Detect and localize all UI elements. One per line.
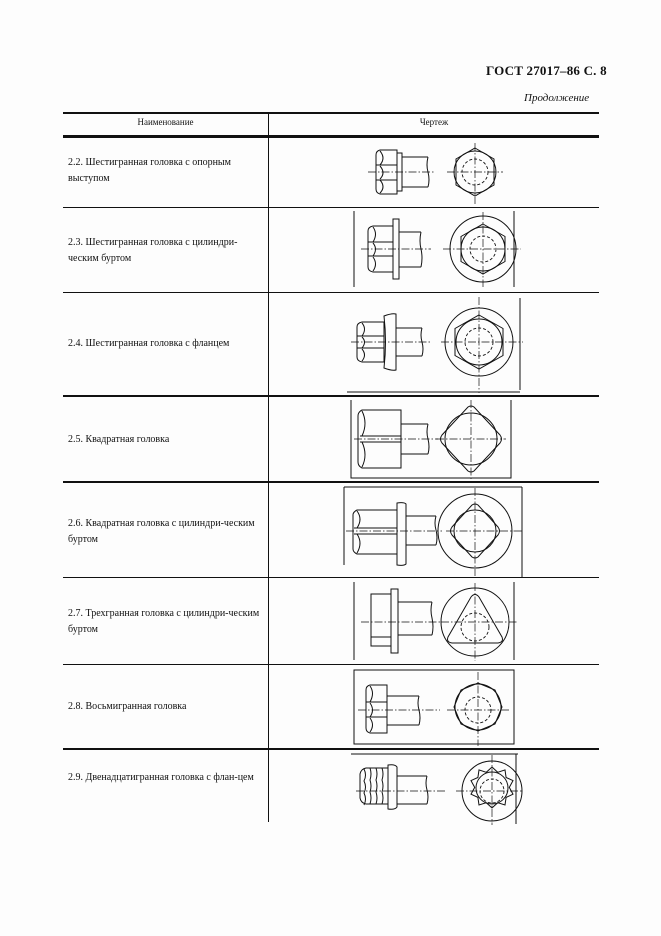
drawing-square-head-cylindrical-collar [343,486,523,577]
row-name: 2.9. Двенадцатигранная головка с флан-це… [68,772,254,783]
row-name: 2.4. Шестигранная головка с фланцем [68,338,230,349]
column-divider [268,113,269,822]
row-name: 2.2. Шестигранная головка с опорным выст… [68,157,231,184]
column-header-name: Наименование [137,117,194,127]
row-name: 2.7. Трехгранная головка с цилиндри-ческ… [68,608,260,635]
drawing-hex-head-flange [347,297,523,393]
row-divider [63,481,599,483]
row-name: 2.6. Квадратная головка с цилиндри-чески… [68,518,255,545]
row-divider [63,207,599,208]
table-header-rule [63,135,599,138]
row-divider [63,664,599,665]
drawing-octagonal-head [353,669,515,746]
drawing-triangular-head-cylindrical-collar [353,582,517,661]
table-top-rule [63,112,599,114]
row-divider [63,577,599,578]
continuation-label: Продолжение [524,92,590,104]
drawing-hex-head-bearing-shoulder [368,143,503,204]
drawing-twelve-point-head-flange [351,753,523,825]
row-divider [63,395,599,397]
row-name: 2.3. Шестигранная головка с цилиндри-чес… [68,237,238,264]
drawing-square-head [350,400,512,480]
row-divider [63,292,599,293]
row-divider [63,748,599,750]
standard-page-header: ГОСТ 27017–86 С. 8 [486,63,607,78]
column-header-drawing: Чертеж [419,117,449,127]
row-name: 2.5. Квадратная головка [68,434,170,445]
drawing-hex-head-cylindrical-collar [353,211,521,287]
row-name: 2.8. Восьмигранная головка [68,701,187,712]
